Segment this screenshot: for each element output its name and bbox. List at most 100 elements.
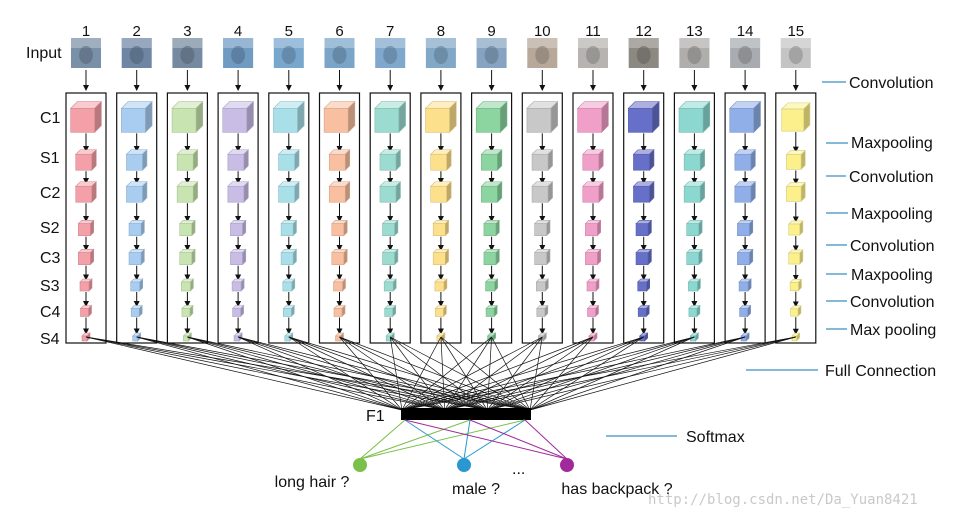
fc-connection: [529, 336, 695, 411]
feature-map-s2: [178, 219, 196, 237]
row-label-s2: S2: [40, 220, 60, 237]
fc-connection: [529, 336, 796, 411]
fc-connection: [389, 336, 445, 411]
fc-connection: [136, 336, 445, 411]
feature-map-c1: [374, 100, 407, 134]
output-label-has-backpack: has backpack ?: [561, 481, 672, 498]
output-node-long-hair: [353, 458, 367, 472]
column-number: 12: [635, 23, 652, 40]
feature-map-c3: [381, 248, 399, 266]
feature-map-s1: [785, 149, 806, 171]
softmax-connection: [404, 419, 568, 460]
column-number: 11: [585, 23, 601, 40]
fc-connection: [401, 336, 543, 411]
feature-map-s3: [738, 278, 752, 292]
feature-map-s1: [582, 149, 604, 171]
fc-connection: [389, 336, 488, 411]
network-column-1: 1: [65, 23, 107, 344]
feature-map-s3: [535, 278, 550, 292]
softmax-connection: [463, 419, 471, 460]
column-number: 3: [183, 23, 191, 40]
feature-map-c1: [475, 100, 508, 134]
feature-map-s3: [636, 278, 651, 292]
fc-connection: [339, 336, 488, 411]
feature-map-c2: [328, 181, 351, 203]
feature-map-c2: [734, 181, 757, 203]
softmax-connection: [359, 419, 406, 460]
input-image-thumbnail: [375, 38, 406, 68]
feature-map-s1: [125, 149, 148, 171]
fc-connection: [440, 336, 531, 411]
fc-connection: [529, 336, 594, 411]
label-maxpooling-1: Maxpooling: [851, 135, 933, 152]
feature-map-c2: [785, 181, 806, 203]
fc-connection: [339, 336, 531, 411]
feature-map-s1: [277, 149, 300, 171]
fc-connection: [288, 336, 531, 411]
fc-connection: [187, 336, 445, 411]
column-number: 8: [437, 23, 445, 40]
fc-connection: [85, 336, 403, 411]
feature-map-s1: [683, 149, 706, 171]
feature-map-s3: [383, 278, 397, 292]
network-column-5: 5: [268, 23, 310, 344]
column-frame: [623, 92, 665, 344]
input-image-thumbnail: [527, 38, 558, 68]
fc-connection: [487, 336, 746, 411]
feature-map-c2: [582, 181, 604, 203]
fc-connection: [288, 336, 403, 411]
fc-connection: [136, 336, 531, 411]
fc-connection: [187, 336, 488, 411]
column-number: 9: [487, 23, 495, 40]
feature-map-s2: [635, 219, 653, 237]
feature-map-c3: [533, 248, 551, 266]
feature-map-s2: [584, 219, 602, 237]
output-connection-lines: [359, 419, 568, 460]
feature-map-s2: [533, 219, 551, 237]
fc-connection: [401, 336, 695, 411]
network-column-13: 13: [673, 23, 716, 344]
layer-type-labels: Convolution Maxpooling Convolution Maxpo…: [606, 75, 936, 446]
feature-map-c1: [171, 100, 204, 134]
network-column-2: 2: [116, 23, 158, 344]
feature-map-c1: [120, 100, 153, 134]
feature-map-s1: [227, 149, 250, 171]
feature-map-s3: [231, 278, 245, 292]
output-label-long-hair: long hair ?: [275, 474, 350, 491]
feature-map-s2: [77, 219, 95, 237]
fc-connection: [440, 336, 446, 411]
column-number: 5: [285, 23, 293, 40]
network-column-7: 7: [369, 23, 411, 344]
network-column-4: 4: [217, 23, 259, 344]
feature-map-s1: [734, 149, 757, 171]
feature-map-s2: [381, 219, 399, 237]
column-frame: [673, 92, 716, 344]
feature-map-s1: [75, 149, 97, 171]
column-number: 7: [386, 23, 394, 40]
row-label-s3: S3: [40, 278, 60, 295]
network-column-9: 9: [471, 23, 513, 344]
feature-map-c4: [434, 304, 448, 318]
feature-map-c1: [323, 100, 356, 134]
output-node-male: [457, 458, 471, 472]
feature-map-s4: [689, 332, 700, 342]
fc-connection: [486, 336, 492, 411]
feature-map-s3: [129, 278, 144, 292]
fc-connection: [85, 336, 531, 411]
label-convolution-4: Convolution: [850, 294, 935, 311]
input-image-thumbnail: [730, 38, 761, 68]
input-image-thumbnail: [172, 38, 203, 68]
feature-map-c3: [685, 248, 703, 266]
fc-connection: [401, 336, 594, 411]
feature-map-c4: [738, 304, 752, 318]
fc-connection: [136, 336, 488, 411]
input-image-thumbnail: [780, 38, 811, 68]
feature-map-c1: [627, 100, 660, 134]
fc-connection: [529, 336, 543, 411]
input-image-thumbnail: [71, 38, 101, 68]
feature-map-c2: [632, 181, 655, 203]
feature-map-c4: [637, 304, 650, 318]
fc-connection: [444, 336, 492, 411]
feature-map-s2: [128, 219, 146, 237]
label-maxpooling-3: Maxpooling: [851, 267, 933, 284]
